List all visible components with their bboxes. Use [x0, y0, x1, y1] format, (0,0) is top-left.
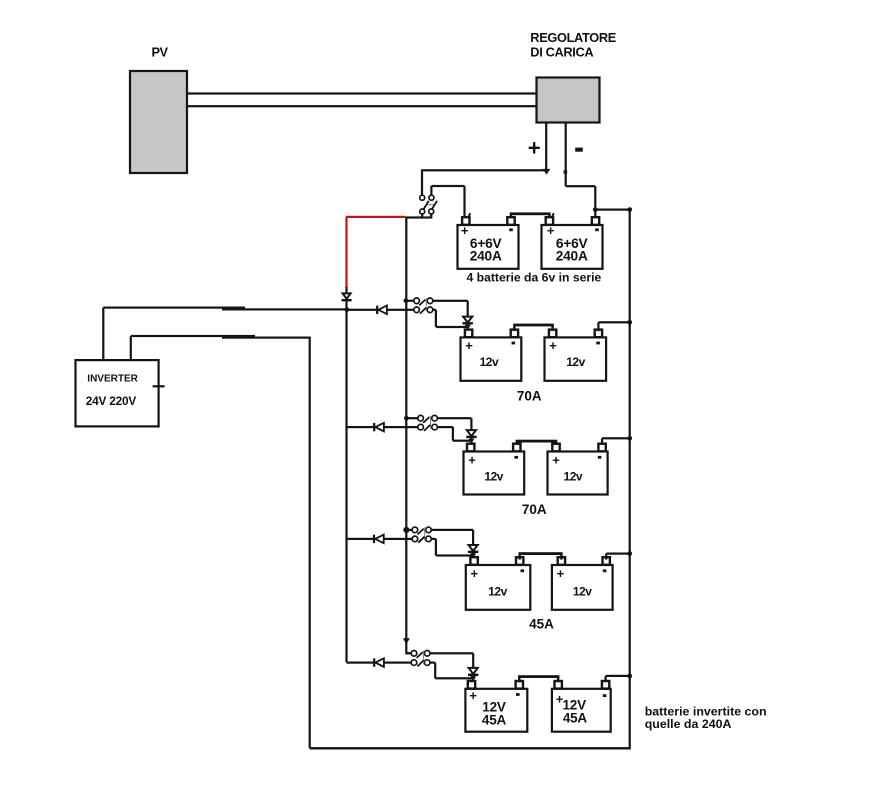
svg-text:+: +: [468, 452, 476, 467]
svg-text:45A: 45A: [563, 711, 588, 726]
svg-text:+: +: [552, 452, 560, 467]
svg-text:DI CARICA: DI CARICA: [530, 45, 593, 60]
svg-text:12v: 12v: [488, 584, 507, 598]
svg-text:+: +: [471, 566, 479, 581]
svg-text:+: +: [461, 223, 469, 238]
svg-text:70A: 70A: [517, 388, 542, 403]
svg-text:45A: 45A: [482, 713, 507, 728]
svg-text:+: +: [549, 338, 557, 353]
svg-text:+: +: [528, 136, 541, 161]
svg-text:12v: 12v: [573, 584, 592, 598]
svg-text:+: +: [469, 688, 477, 703]
svg-text:240A: 240A: [470, 248, 502, 263]
svg-text:+: +: [556, 692, 564, 707]
svg-text:4 batterie da 6v in serie: 4 batterie da 6v in serie: [466, 270, 601, 284]
svg-text:12v: 12v: [480, 355, 499, 369]
svg-text:12v: 12v: [566, 355, 585, 369]
svg-text:240A: 240A: [556, 248, 588, 263]
svg-text:quelle da 240A: quelle da 240A: [645, 717, 732, 731]
svg-text:PV: PV: [151, 45, 168, 60]
svg-text:+: +: [547, 223, 555, 238]
svg-text:12v: 12v: [484, 470, 503, 484]
svg-text:24V 220V: 24V 220V: [86, 394, 137, 408]
svg-text:INVERTER: INVERTER: [87, 374, 138, 385]
svg-text:6+6V: 6+6V: [470, 236, 503, 251]
svg-text:12V: 12V: [482, 699, 506, 714]
svg-text:12V: 12V: [562, 698, 586, 713]
svg-text:REGOLATORE: REGOLATORE: [530, 30, 616, 45]
svg-text:12v: 12v: [564, 470, 583, 484]
svg-text:+: +: [557, 566, 565, 581]
svg-text:+: +: [465, 338, 473, 353]
svg-text:6+6V: 6+6V: [556, 236, 589, 251]
svg-text:batterie invertite con: batterie invertite con: [645, 705, 767, 719]
svg-text:70A: 70A: [522, 502, 547, 517]
svg-text:45A: 45A: [529, 617, 554, 632]
